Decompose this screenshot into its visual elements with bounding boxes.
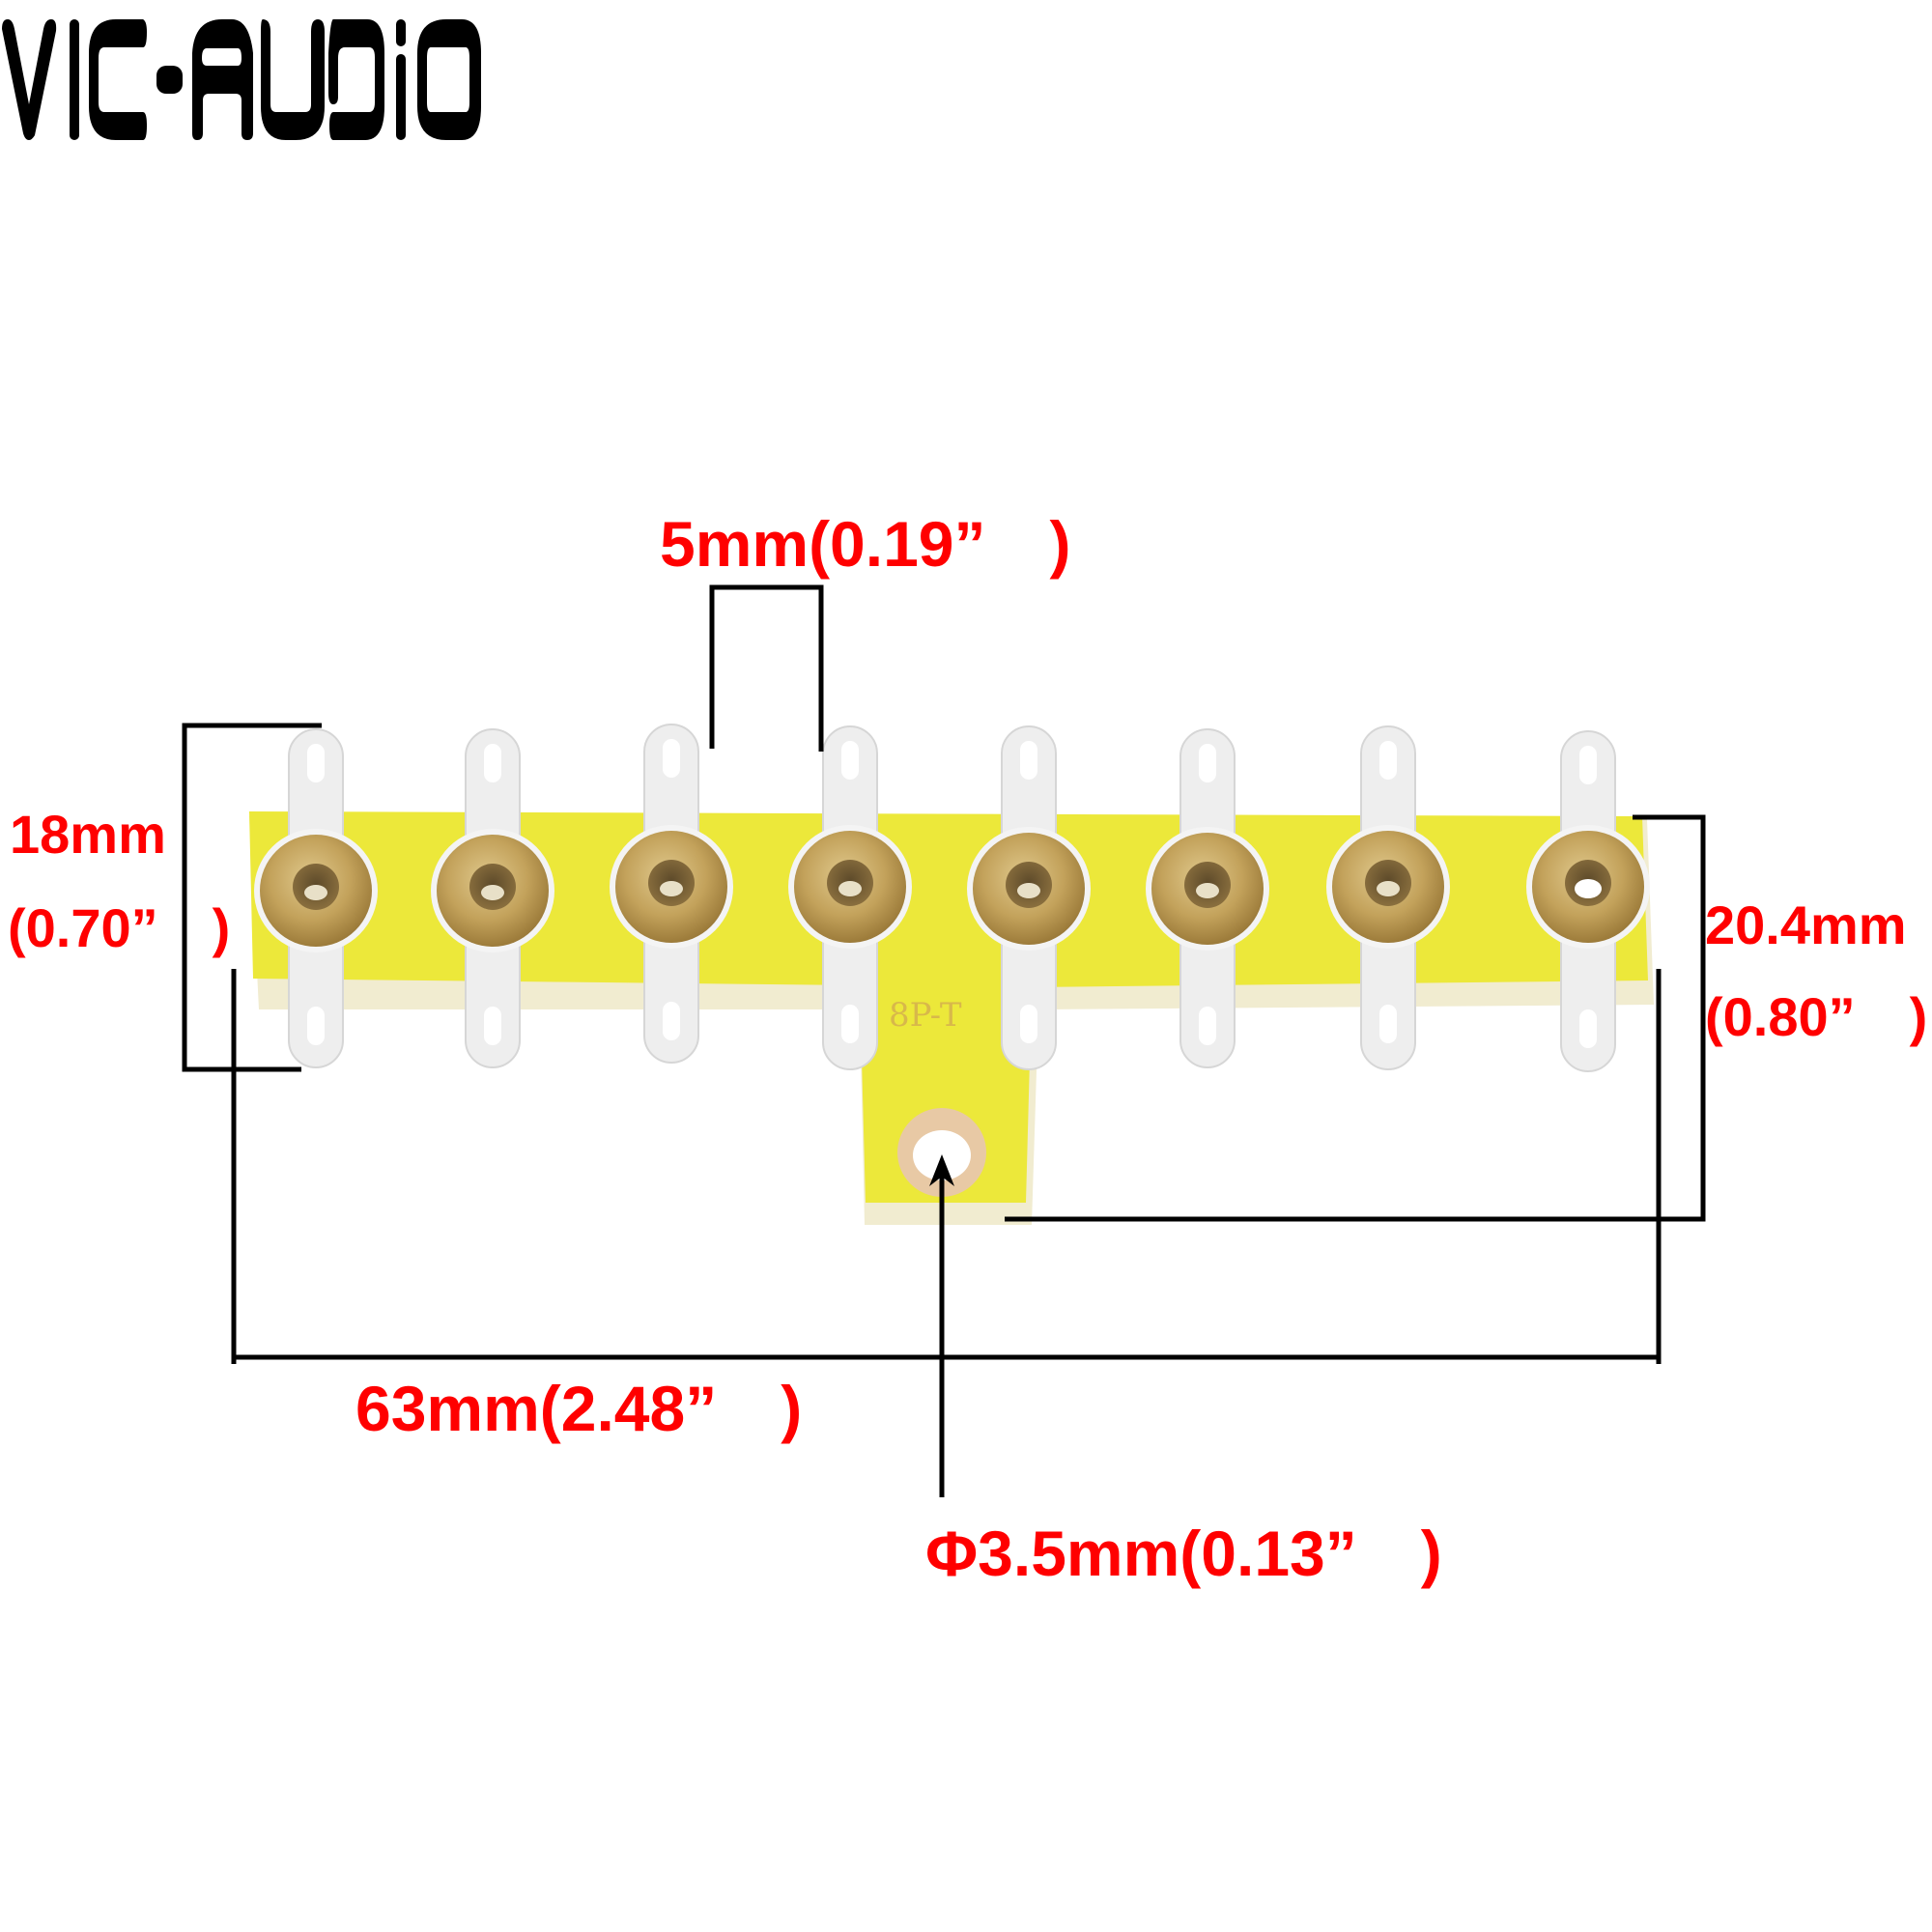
terminal-row	[254, 724, 1650, 1072]
lug-height-inch-label: (0.70” )	[8, 897, 231, 958]
dimension-lines	[182, 584, 1706, 1497]
brand-logo	[0, 0, 734, 155]
board-marking: 8P-T	[889, 996, 962, 1035]
lug-height-bracket	[182, 723, 322, 1072]
terminal-2	[431, 728, 554, 1068]
hole-arrow-head-icon	[929, 1154, 954, 1186]
lug-height-mm-label: 18mm	[10, 804, 166, 865]
terminal-4	[788, 725, 912, 1070]
terminal-8	[1526, 730, 1650, 1072]
terminal-6	[1146, 728, 1269, 1068]
pitch-label: 5mm(0.19” )	[660, 508, 1071, 580]
terminal-7	[1326, 725, 1450, 1070]
board-height-bracket	[1005, 814, 1706, 1222]
hole-diameter-label: Φ3.5mm(0.13” )	[925, 1518, 1442, 1589]
vic-audio-logo-icon	[2, 19, 481, 140]
board-height-inch-label: (0.80” )	[1705, 986, 1928, 1047]
terminal-3	[610, 724, 733, 1064]
terminal-5	[967, 725, 1091, 1070]
length-label: 63mm(2.48” )	[355, 1373, 803, 1444]
terminal-board: 8P-T	[249, 811, 1654, 1225]
board-height-mm-label: 20.4mm	[1705, 895, 1907, 955]
terminal-1	[254, 728, 378, 1068]
pitch-bracket	[709, 584, 824, 752]
